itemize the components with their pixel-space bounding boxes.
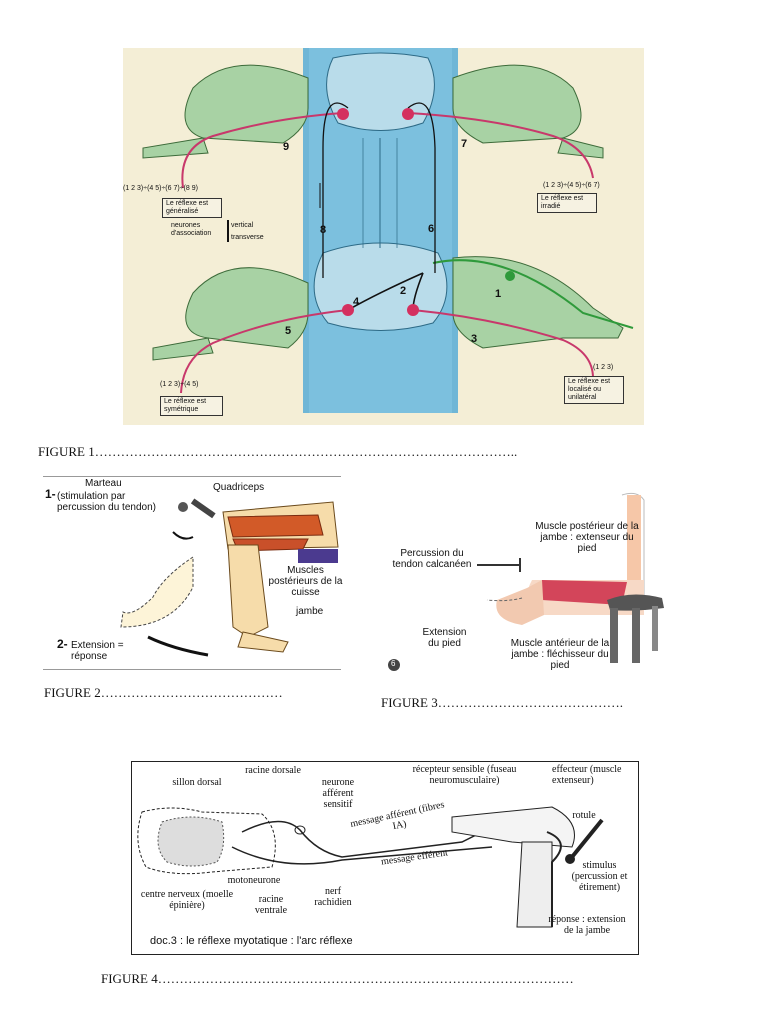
figure2-caption: FIGURE 2…………………………………… <box>44 685 283 700</box>
bracket <box>227 220 229 242</box>
muscle-anterieur-label: Muscle antérieur de la jambe : fléchisse… <box>510 638 610 671</box>
figure1-diagram <box>142 48 634 413</box>
jambe-label: jambe <box>296 606 324 617</box>
box-localise: Le réflexe est localisé ou unilatéral <box>564 376 624 404</box>
figure2-panel: Marteau 1- (stimulation par percussion d… <box>43 476 343 670</box>
step1-number: 1- <box>45 487 56 501</box>
extension-label: Extension du pied <box>422 627 467 649</box>
figure1-panel: 9 7 8 6 4 2 1 5 3 (1 2 3)÷(4 5)÷(6 7)÷(8… <box>123 48 644 425</box>
label-num-9: 9 <box>283 141 290 153</box>
figure4-caption: FIGURE 4…………………………………………………………………………………… <box>101 971 574 986</box>
figure4-panel: sillon dorsal racine dorsale neurone aff… <box>131 761 639 955</box>
quadriceps-label: Quadriceps <box>213 482 265 493</box>
label-num-8: 8 <box>320 224 327 236</box>
sillon-label: sillon dorsal <box>172 777 222 788</box>
label-num-1: 1 <box>495 288 502 300</box>
racine-ventrale-label: racine ventrale <box>254 894 288 916</box>
nerf-label: nerf rachidien <box>314 886 352 908</box>
racine-dorsale-label: racine dorsale <box>245 765 301 776</box>
label-num-4: 4 <box>353 296 360 308</box>
sequence-bottom-right: (1 2 3) <box>593 364 614 371</box>
percussion-label: Percussion du tendon calcanéen <box>392 548 472 570</box>
neurone-label: neurone afférent sensitif <box>321 777 355 810</box>
doc-title: doc.3 : le réflexe myotatique : l'arc ré… <box>150 935 353 947</box>
stimulus-label: stimulus (percussion et étirement) <box>571 860 628 893</box>
label-num-5: 5 <box>285 325 292 337</box>
step2-label: Extension = réponse <box>71 640 124 662</box>
muscles-label: Muscles postérieurs de la cuisse <box>268 565 343 598</box>
box-symetrique: Le réflexe est symétrique <box>160 396 223 416</box>
figure3-badge: 6 <box>391 659 396 668</box>
figure3-caption: FIGURE 3……………………………………. <box>381 695 623 710</box>
sequence-top-right: (1 2 3)÷(4 5)÷(6 7) <box>543 182 600 189</box>
figure3-diagram <box>388 492 664 671</box>
centre-label: centre nerveux (moelle épinière) <box>140 889 234 911</box>
label-num-6: 6 <box>428 223 435 235</box>
muscle-posterieur-label: Muscle postérieur de la jambe : extenseu… <box>535 521 639 554</box>
box-generalise: Le réflexe est généralisé <box>162 198 222 218</box>
transverse-label: transverse <box>231 234 264 241</box>
recepteur-label: récepteur sensible (fuseau neuromusculai… <box>412 764 517 786</box>
figure3-panel: Muscle postérieur de la jambe : extenseu… <box>382 480 674 676</box>
neurones-association-label: neurones d'association <box>171 222 212 237</box>
figure4-diagram <box>137 806 604 928</box>
step1-label: (stimulation par percussion du tendon) <box>57 491 156 513</box>
step2-number: 2- <box>57 637 68 651</box>
effecteur-label: effecteur (muscle extenseur) <box>552 764 622 786</box>
rotule-label: rotule <box>572 810 596 821</box>
label-num-7: 7 <box>461 138 468 150</box>
label-num-3: 3 <box>471 333 478 345</box>
sequence-bottom-left: (1 2 3)÷(4 5) <box>160 381 199 388</box>
label-num-2: 2 <box>400 285 407 297</box>
reponse-label: réponse : extension de la jambe <box>548 914 626 936</box>
figure1-caption: FIGURE 1……………………………………………………………………………………… <box>38 444 518 459</box>
marteau-label: Marteau <box>85 478 122 489</box>
figure2-diagram <box>120 498 339 657</box>
sequence-top-left: (1 2 3)÷(4 5)÷(6 7)÷(8 9) <box>123 185 198 192</box>
vertical-label: vertical <box>231 222 254 229</box>
motoneurone-label: motoneurone <box>227 875 281 886</box>
box-irradie: Le réflexe est irradié <box>537 193 597 213</box>
